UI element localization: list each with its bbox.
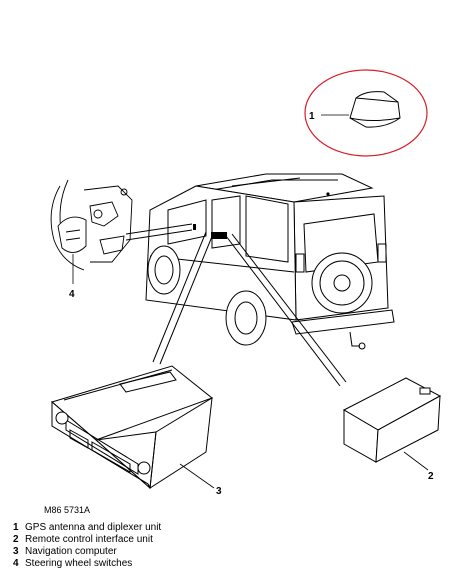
gps-antenna — [349, 91, 401, 128]
legend-number: 2 — [13, 534, 19, 545]
leader-line-3 — [179, 463, 215, 489]
callout-4: 4 — [69, 289, 75, 300]
navigation-computer — [50, 365, 214, 490]
callout-2: 2 — [428, 471, 434, 482]
detail-link-line-a — [125, 223, 193, 235]
detail-link-line-b — [125, 229, 193, 241]
legend-text: GPS antenna and diplexer unit — [25, 522, 162, 533]
callout-3: 3 — [216, 486, 222, 497]
highlight-ring — [304, 69, 428, 157]
interface-unit-marker — [211, 232, 227, 239]
legend-item: 2 Remote control interface unit — [13, 534, 161, 546]
legend-item: 1 GPS antenna and diplexer unit — [13, 522, 161, 534]
nav-computer-marker — [193, 224, 196, 230]
nav-link-line-b — [159, 233, 214, 365]
unit-link-line-a — [225, 235, 341, 387]
legend-text: Navigation computer — [25, 546, 117, 557]
antenna-mount-marker — [326, 192, 330, 196]
callout-1: 1 — [309, 111, 315, 122]
legend-text: Remote control interface unit — [25, 534, 153, 545]
leader-line-2 — [403, 451, 429, 471]
legend: 1 GPS antenna and diplexer unit 2 Remote c… — [13, 522, 161, 570]
legend-number: 4 — [13, 558, 19, 569]
legend-number: 3 — [13, 546, 19, 557]
legend-number: 1 — [13, 522, 19, 533]
unit-link-line-b — [231, 233, 347, 383]
legend-item: 4 Steering wheel switches — [13, 558, 161, 570]
vehicle — [145, 173, 395, 350]
nav-link-line-a — [152, 231, 207, 363]
figure-code: M86 5731A — [44, 505, 91, 515]
remote-interface-unit — [342, 377, 442, 463]
steering-wheel-detail — [50, 179, 133, 271]
legend-item: 3 Navigation computer — [13, 546, 161, 558]
legend-text: Steering wheel switches — [25, 558, 133, 569]
